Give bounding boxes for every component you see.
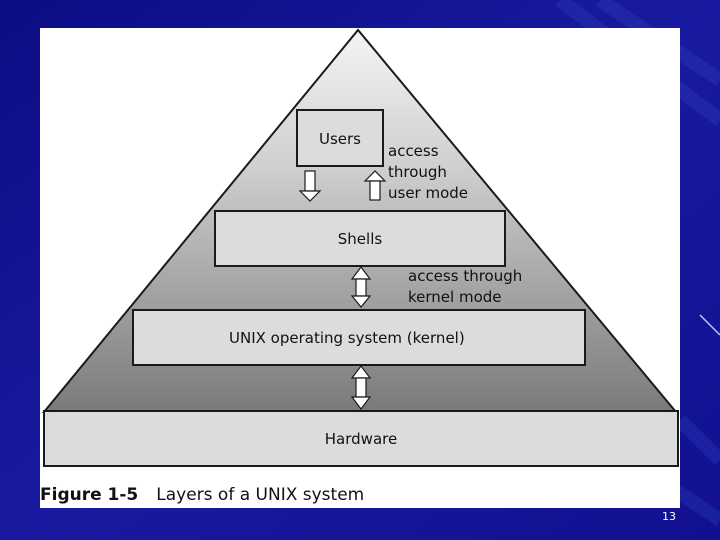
shells-layer: Shells	[214, 210, 506, 267]
slide-number: 13	[662, 510, 676, 523]
user-mode-annotation: access through user mode	[388, 142, 469, 202]
double-arrow-icon	[350, 266, 372, 308]
shells-layer-label: Shells	[337, 229, 383, 248]
kernel-layer-label: UNIX operating system (kernel)	[229, 328, 465, 347]
figure-panel: Users Shells UNIX operating system (kern…	[40, 28, 680, 508]
figure-caption: Figure 1-5 Layers of a UNIX system	[40, 485, 364, 505]
users-layer: Users	[296, 109, 384, 167]
double-arrow-icon	[350, 365, 372, 410]
users-layer-label: Users	[318, 130, 361, 148]
figure-title: Layers of a UNIX system	[156, 485, 365, 505]
up-arrow-icon	[363, 170, 387, 201]
down-arrow-icon	[298, 170, 322, 202]
hardware-layer-label: Hardware	[324, 429, 398, 448]
kernel-layer: UNIX operating system (kernel)	[132, 309, 586, 366]
figure-number: Figure 1-5	[40, 485, 139, 505]
kernel-mode-annotation: access through kernel mode	[408, 267, 523, 306]
hardware-layer: Hardware	[43, 410, 679, 467]
